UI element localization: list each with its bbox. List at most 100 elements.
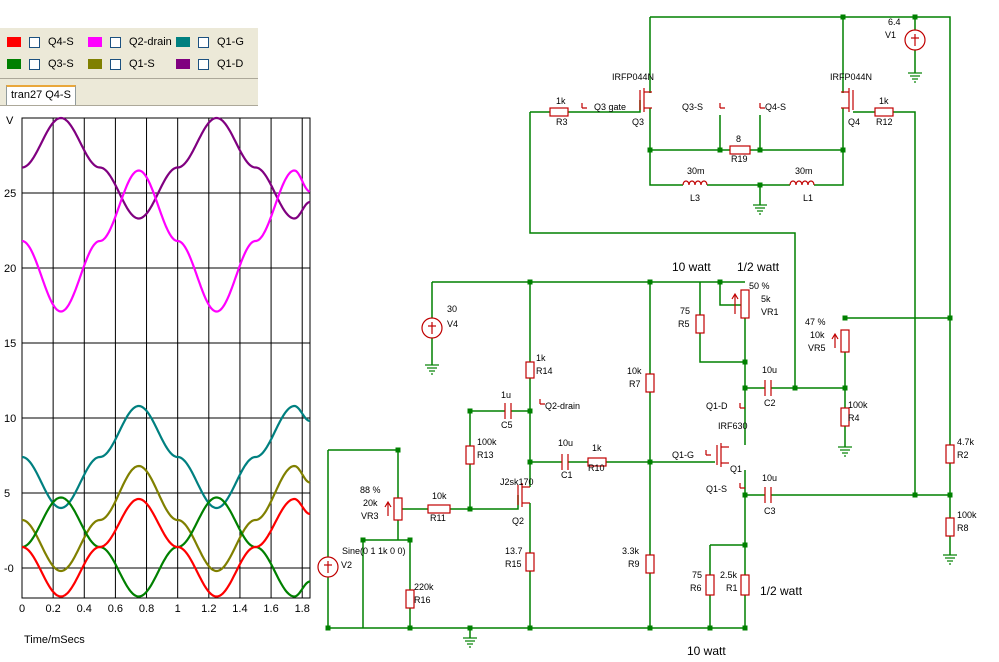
resistor	[427, 504, 451, 514]
resistor	[729, 145, 751, 155]
label-c3_val: 10u	[762, 473, 777, 483]
junction	[717, 147, 723, 153]
label-r11_name: R11	[430, 513, 446, 523]
label-r12_name: R12	[876, 117, 893, 127]
legend-item[interactable]: Q4-S	[7, 33, 74, 51]
label-c1_val: 10u	[558, 438, 573, 448]
junction	[947, 315, 953, 321]
label-q4_part: IRFP044N	[830, 72, 872, 82]
junction	[842, 315, 848, 321]
resistor	[695, 314, 705, 334]
label-l1_name: L1	[803, 193, 813, 203]
label-vr5_val: 10k	[810, 330, 825, 340]
resistor	[945, 444, 955, 464]
wire	[719, 282, 745, 306]
legend-label: Q1-S	[129, 58, 155, 70]
label-r7_name: R7	[629, 379, 641, 389]
x-tick-label: 0.4	[77, 603, 92, 615]
legend-item[interactable]: Q2-drain	[88, 33, 172, 51]
legend-checkbox[interactable]	[110, 36, 121, 48]
label-q2_name: Q2	[512, 516, 524, 526]
label-r19_val: 8	[736, 134, 741, 144]
resistor	[465, 445, 475, 465]
label-l3_name: L3	[690, 193, 700, 203]
legend-checkbox[interactable]	[29, 36, 40, 48]
resistor	[840, 407, 850, 427]
tab-tran27[interactable]: tran27 Q4-S	[6, 85, 76, 105]
legend-checkbox[interactable]	[198, 36, 209, 48]
label-r12_val: 1k	[879, 96, 889, 106]
junction	[407, 625, 413, 631]
junction	[527, 279, 533, 285]
junction	[742, 385, 748, 391]
label-q1_part: IRF630	[718, 421, 748, 431]
junction	[527, 625, 533, 631]
plot-frame	[21, 117, 311, 599]
resistor	[645, 554, 655, 574]
resistor	[945, 517, 955, 537]
junction	[912, 14, 918, 20]
legend-swatch	[176, 37, 190, 47]
probe-marker	[739, 403, 745, 409]
label-v2_src: Sine(0 1 1k 0 0)	[342, 546, 406, 556]
x-tick-label: 0.8	[139, 603, 154, 615]
junction	[360, 537, 366, 543]
label-r5_name: R5	[678, 319, 690, 329]
junction	[527, 408, 533, 414]
x-tick-label: 1.8	[295, 603, 310, 615]
junction	[467, 408, 473, 414]
label-q1g_probe: Q1-G	[672, 450, 694, 460]
label-vr3_pct: 88 %	[360, 485, 381, 495]
label-r10_name: R10	[588, 463, 605, 473]
junction	[647, 625, 653, 631]
wire	[649, 108, 721, 151]
wire	[814, 150, 844, 186]
schematic-components	[317, 29, 957, 648]
label-r15_name: R15	[505, 559, 522, 569]
junction	[742, 542, 748, 548]
x-tick-label: 0.6	[108, 603, 123, 615]
legend-item[interactable]: Q1-G	[176, 33, 244, 51]
x-tick-label: 0.2	[45, 603, 60, 615]
junction	[742, 492, 748, 498]
wire	[450, 495, 519, 510]
legend-checkbox[interactable]	[198, 58, 209, 70]
label-r2_val: 4.7k	[957, 437, 975, 447]
label-q4s_probe: Q4-S	[765, 102, 786, 112]
junction	[467, 506, 473, 512]
label-vr3_val: 20k	[363, 498, 378, 508]
junction	[647, 279, 653, 285]
legend-swatch	[88, 37, 102, 47]
label-q4_name: Q4	[848, 117, 860, 127]
x-tick-label: 1.2	[201, 603, 216, 615]
label-v1_name: V1	[885, 30, 896, 40]
series-line	[21, 496, 311, 598]
legend-item[interactable]: Q1-D	[176, 55, 243, 73]
x-tick-label: 1.6	[263, 603, 278, 615]
y-tick-label: 10	[4, 413, 16, 425]
label-l1_val: 30m	[795, 166, 813, 176]
probe-marker	[581, 103, 587, 109]
schematic-junctions	[325, 14, 953, 631]
label-watt10_bot: 10 watt	[687, 644, 726, 658]
label-r7_val: 10k	[627, 366, 642, 376]
legend-checkbox[interactable]	[29, 58, 40, 70]
legend-item[interactable]: Q3-S	[7, 55, 74, 73]
label-r14_val: 1k	[536, 353, 546, 363]
label-r3_val: 1k	[556, 96, 566, 106]
legend-item[interactable]: Q1-S	[88, 55, 155, 73]
label-r10_val: 1k	[592, 443, 602, 453]
resistor	[525, 552, 535, 572]
resistor	[705, 574, 715, 596]
label-c2_name: C2	[764, 398, 776, 408]
legend-checkbox[interactable]	[110, 58, 121, 70]
junction	[395, 447, 401, 453]
legend-swatch	[176, 59, 190, 69]
label-r6_val: 75	[692, 570, 702, 580]
label-q3_name: Q3	[632, 117, 644, 127]
